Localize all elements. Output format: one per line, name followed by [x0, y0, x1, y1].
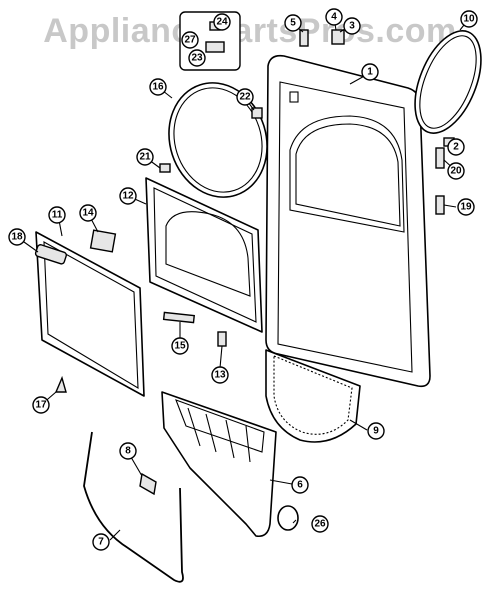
bracket-part-5: [299, 29, 309, 47]
callout-26-label: 26: [314, 519, 326, 530]
callout-16: 16: [149, 78, 167, 96]
callout-13: 13: [211, 366, 229, 384]
callout-4: 4: [325, 8, 343, 26]
callout-12-label: 12: [122, 191, 134, 202]
front-gasket-ring-part: [414, 30, 482, 134]
callout-3-label: 3: [349, 21, 355, 32]
callout-17-label: 17: [35, 400, 47, 411]
callout-17: 17: [32, 396, 50, 414]
callout-8: 8: [119, 442, 137, 460]
callout-27: 27: [181, 31, 199, 49]
callout-22: 22: [236, 88, 254, 106]
callout-24: 24: [213, 13, 231, 31]
callout-24-label: 24: [216, 17, 228, 28]
callout-18-label: 18: [11, 232, 23, 243]
callout-5-label: 5: [290, 18, 296, 29]
callout-14-label: 14: [82, 208, 94, 219]
callout-19-label: 19: [460, 202, 472, 213]
callout-2-label: 2: [453, 142, 459, 153]
front-panel-part: [265, 54, 431, 388]
callout-4-label: 4: [331, 12, 337, 23]
callout-11: 11: [48, 206, 66, 224]
inner-door-frame-part: [145, 177, 263, 333]
callout-7: 7: [92, 533, 110, 551]
door-handle-part: [34, 244, 67, 265]
callout-21-label: 21: [139, 152, 151, 163]
door-label-part: [89, 229, 117, 253]
callout-8-label: 8: [125, 446, 131, 457]
inset-switch-part: [205, 41, 225, 53]
switch-rod-part: [83, 431, 184, 583]
callout-6: 6: [291, 476, 309, 494]
outer-door-panel-part: [35, 231, 145, 397]
callout-19: 19: [457, 198, 475, 216]
callout-1: 1: [361, 63, 379, 81]
door-ring-part: [168, 82, 268, 198]
callout-26: 26: [311, 515, 329, 533]
callout-11-label: 11: [52, 210, 63, 221]
callout-7-label: 7: [98, 537, 104, 548]
callout-27-label: 27: [184, 35, 196, 46]
callout-10-label: 10: [463, 14, 475, 25]
callout-21: 21: [136, 148, 154, 166]
lint-screen-part: [265, 349, 361, 443]
small-bracket-part: [139, 472, 157, 496]
callout-1-label: 1: [367, 67, 373, 78]
callout-15-label: 15: [174, 341, 186, 352]
callout-13-label: 13: [214, 370, 226, 381]
callout-6-label: 6: [297, 480, 303, 491]
callout-2: 2: [447, 138, 465, 156]
callout-15: 15: [171, 337, 189, 355]
callout-5: 5: [284, 14, 302, 32]
hinge-part-20: [435, 147, 445, 169]
watermark-text: AppliancePartsPros.com: [43, 12, 456, 50]
callout-10: 10: [460, 10, 478, 28]
callout-18: 18: [8, 228, 26, 246]
callout-20-label: 20: [450, 166, 462, 177]
callout-22-label: 22: [239, 92, 251, 103]
callout-9-label: 9: [373, 426, 379, 437]
switch-part-3: [331, 29, 345, 45]
door-stop-part: [54, 375, 67, 393]
door-catch-part: [217, 331, 227, 347]
callout-9: 9: [367, 422, 385, 440]
duct-o-ring-part: [277, 505, 299, 531]
callout-23-label: 23: [191, 53, 203, 64]
lint-duct-part: [161, 391, 277, 538]
hinge-pin-part-22: [251, 107, 263, 119]
door-strip-part: [162, 311, 196, 324]
callout-12: 12: [119, 187, 137, 205]
callout-14: 14: [79, 204, 97, 222]
callout-3: 3: [343, 17, 361, 35]
hinge-part-19: [435, 195, 445, 215]
callout-23: 23: [188, 49, 206, 67]
fastener-part-21: [159, 163, 171, 173]
callout-20: 20: [447, 162, 465, 180]
callout-16-label: 16: [152, 82, 164, 93]
